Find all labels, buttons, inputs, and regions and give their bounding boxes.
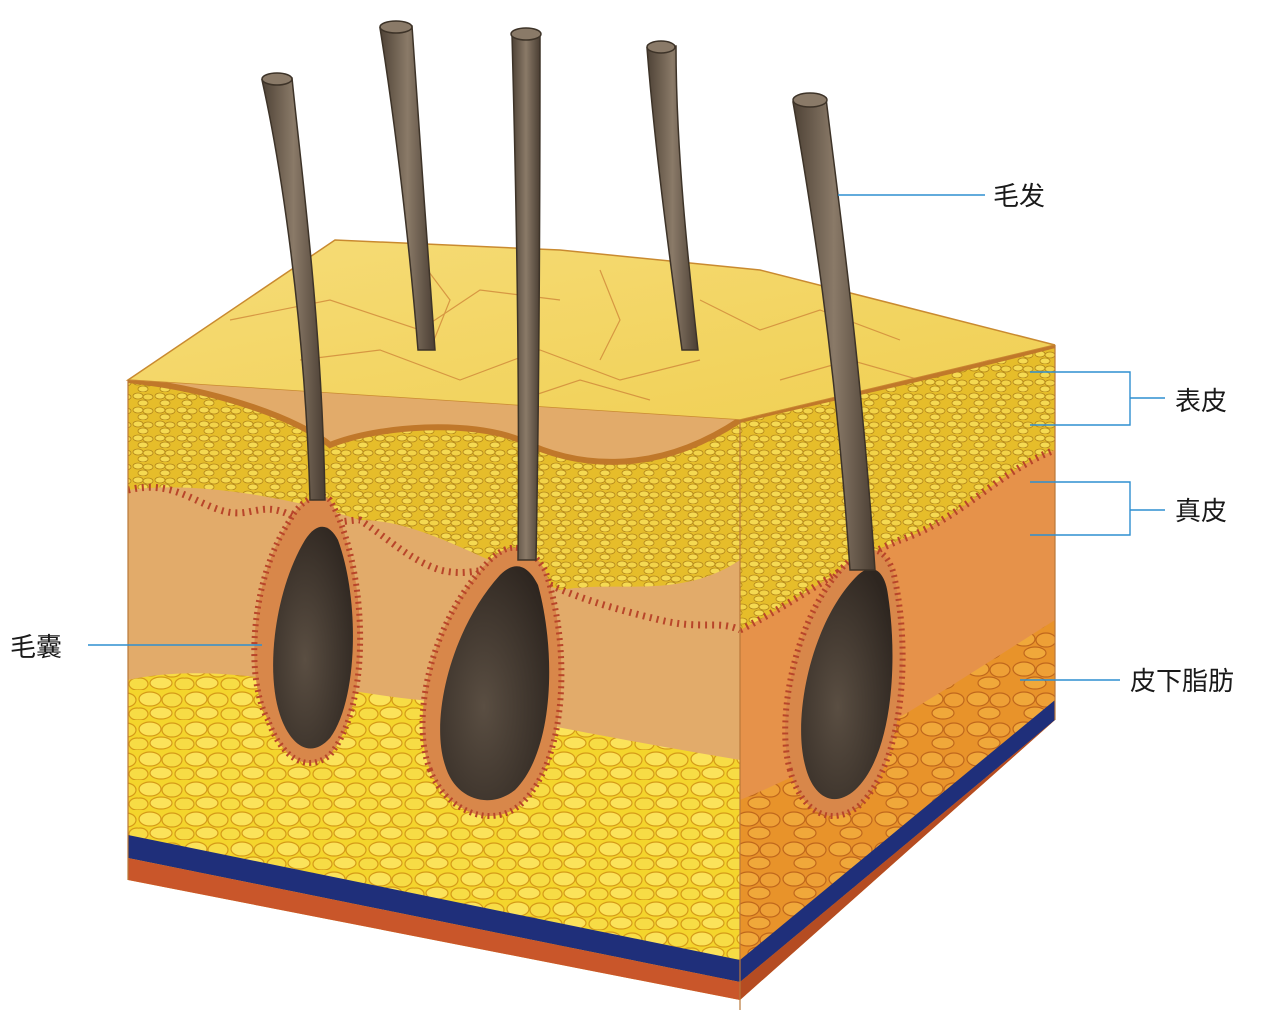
label-subcutaneous-fat: 皮下脂肪: [1130, 667, 1234, 697]
label-follicle: 毛囊: [10, 633, 62, 663]
label-epidermis: 表皮: [1175, 387, 1227, 417]
label-hair: 毛发: [993, 182, 1045, 212]
label-dermis: 真皮: [1175, 497, 1227, 527]
